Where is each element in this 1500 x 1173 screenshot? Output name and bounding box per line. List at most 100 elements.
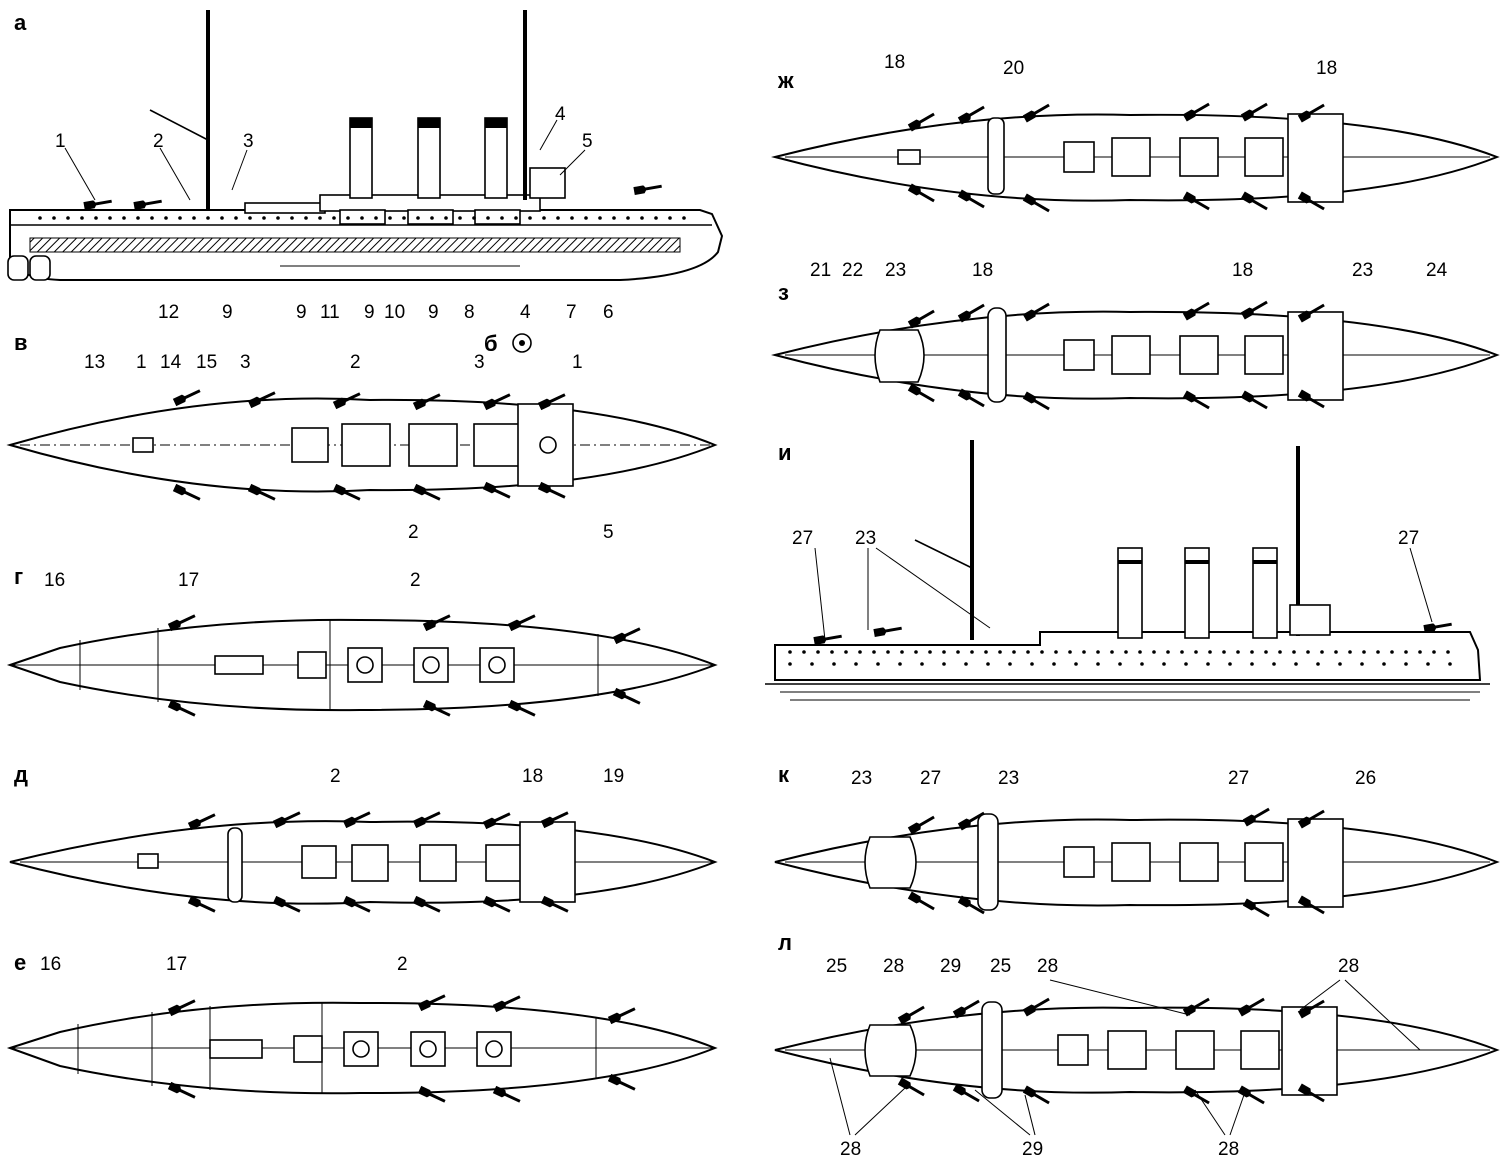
callout-number: 25	[826, 956, 847, 977]
gun-mount-icon	[1242, 898, 1270, 918]
panel-label-l: л	[778, 930, 792, 955]
callout-number: 16	[44, 570, 65, 591]
gun-mount-icon	[952, 1083, 980, 1103]
callout-number: 2	[397, 954, 408, 975]
gun-mount-icon	[1022, 193, 1050, 213]
callout-number: 17	[178, 570, 199, 591]
callout-number: 22	[842, 260, 863, 281]
callout-number: 9	[296, 302, 307, 323]
callout-number: 18	[522, 766, 543, 787]
gun-mount-icon	[607, 1073, 636, 1091]
gun-mount-icon	[422, 699, 451, 717]
gun-mount-icon	[1297, 809, 1325, 829]
gun-mount-icon	[1182, 102, 1210, 122]
callout-number: 14	[160, 352, 182, 373]
callout-number: 6	[603, 302, 614, 323]
gun-mount-icon	[1182, 390, 1210, 410]
gun-mount-icon	[492, 995, 521, 1013]
gun-mount-icon	[247, 391, 276, 409]
gun-mount-icon	[272, 811, 301, 829]
callout-number: 4	[520, 302, 531, 323]
panel-zh-plan: ж 18 20 18	[771, 52, 1500, 203]
gun-mount-icon	[1240, 300, 1268, 320]
gun-mount-icon	[540, 895, 569, 913]
gun-mount-icon	[187, 895, 216, 913]
panel-label-a: а	[14, 10, 27, 35]
panel-label-d: д	[14, 762, 28, 787]
gun-mount-icon	[957, 303, 985, 323]
gun-mount-icon	[482, 481, 511, 499]
gun-mount-icon	[1297, 895, 1325, 915]
gun-mount-icon	[133, 199, 162, 210]
gun-mount-icon	[537, 393, 566, 411]
gun-mount-icon	[482, 812, 511, 830]
main-mast	[1296, 446, 1300, 636]
armor-belt	[29, 237, 681, 253]
gun-mount-icon	[957, 388, 985, 408]
callout-number: 27	[792, 528, 813, 549]
panel-l-plan: л 25 28 29 25 28 28 28 29 28	[774, 930, 1500, 1160]
callout-number: 23	[1352, 260, 1373, 281]
gun-mount-icon	[332, 483, 361, 501]
gun-mount-icon	[1240, 102, 1268, 122]
gun-mount-icon	[1182, 191, 1210, 211]
callout-number: 27	[1398, 528, 1419, 549]
gun-mount-icon	[1237, 1085, 1265, 1105]
gun-mount-icon	[907, 183, 935, 203]
gun-mount-icon	[417, 1085, 446, 1103]
callout-number: 18	[1316, 58, 1337, 79]
gun-mount-icon	[172, 389, 201, 407]
callout-number: 2	[410, 570, 421, 591]
callout-number: 28	[883, 956, 904, 977]
gun-mount-icon	[187, 813, 216, 831]
gun-mount-icon	[897, 1077, 925, 1097]
main-mast	[523, 10, 527, 200]
gun-mount-icon	[952, 999, 980, 1019]
panel-label-v: в	[14, 330, 28, 355]
gun-mount-icon	[167, 1081, 196, 1099]
callout-number: 1	[572, 352, 583, 373]
gun-mount-icon	[612, 627, 641, 645]
gun-mount-icon	[873, 626, 902, 637]
callout-number: 24	[1426, 260, 1448, 281]
callout-number: 17	[166, 954, 187, 975]
gun-mount-icon	[612, 687, 641, 705]
gun-mount-icon	[482, 393, 511, 411]
callout-number: 20	[1003, 58, 1024, 79]
gun-mount-icon	[633, 184, 662, 195]
gun-mount-icon	[412, 811, 441, 829]
gun-mount-icon	[1297, 389, 1325, 409]
gun-mount-icon	[412, 483, 441, 501]
gun-mount-icon	[342, 811, 371, 829]
callout-number: 1	[55, 131, 66, 152]
gun-mount-icon	[507, 699, 536, 717]
gun-mount-icon	[1240, 191, 1268, 211]
panel-label-e: е	[14, 950, 26, 975]
fore-mast	[970, 440, 974, 640]
callout-number: 23	[885, 260, 906, 281]
callout-number: 12	[158, 302, 179, 323]
gun-mount-icon	[607, 1007, 636, 1025]
callout-number: 28	[1338, 956, 1359, 977]
gun-mount-icon	[332, 392, 361, 410]
panel-g-plan: г 16 17 2	[6, 564, 718, 712]
fore-mast	[206, 10, 210, 210]
panel-label-g: г	[14, 564, 23, 589]
panel-label-i: и	[778, 440, 792, 465]
panel-label-zh: ж	[777, 68, 794, 93]
callout-number: 9	[428, 302, 439, 323]
panel-d-plan: д 2 18 19	[9, 762, 718, 905]
callout-number: 18	[884, 52, 905, 73]
callout-number: 23	[851, 768, 872, 789]
callout-number: 18	[1232, 260, 1253, 281]
callout-number: 10	[384, 302, 405, 323]
callout-number: 9	[364, 302, 375, 323]
gun-mount-icon	[907, 383, 935, 403]
gun-mount-icon	[272, 895, 301, 913]
gun-mount-icon	[507, 614, 536, 632]
gun-mount-icon	[1297, 999, 1325, 1019]
callout-number: 5	[603, 522, 614, 543]
gun-mount-icon	[1182, 1085, 1210, 1105]
callout-number: 2	[408, 522, 419, 543]
